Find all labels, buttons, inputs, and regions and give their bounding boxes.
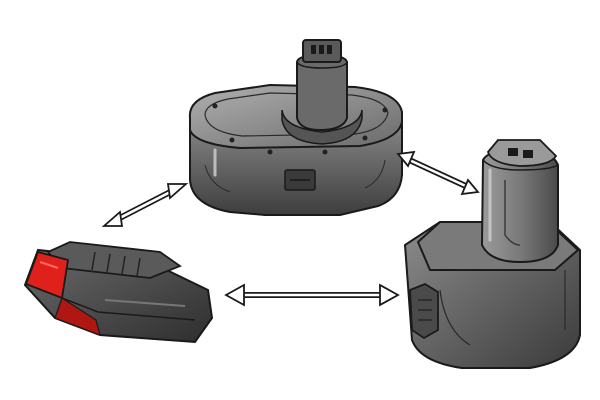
arrow-left-to-top (101, 183, 189, 227)
battery-pack-top (188, 39, 403, 216)
battery-right-latch (409, 282, 439, 340)
battery-pack-right (403, 139, 581, 369)
arrow-top-to-right (396, 150, 480, 196)
battery-right-terminal (508, 148, 518, 156)
battery-pack-left (23, 241, 214, 344)
arrow-left-to-right (224, 283, 400, 307)
battery-left-red-panel (24, 250, 70, 300)
